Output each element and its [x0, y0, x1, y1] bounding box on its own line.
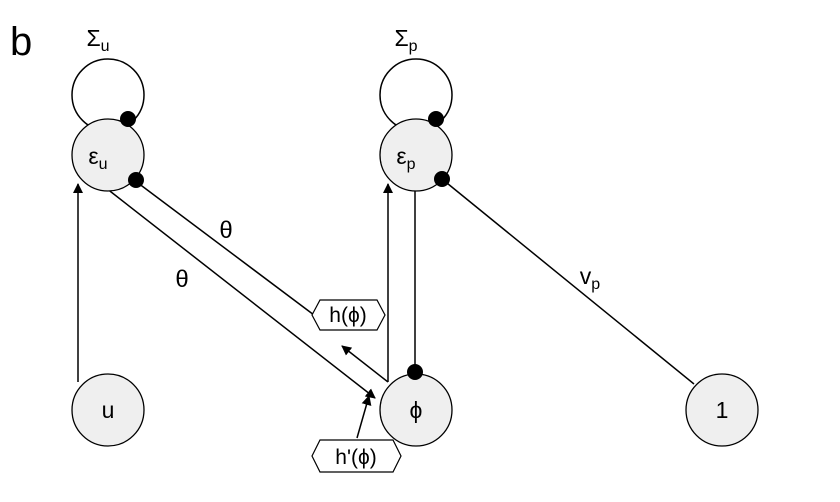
theta-lower-label: θ: [175, 266, 188, 293]
phi-label: ϕ: [410, 397, 423, 423]
edge-phi-to-h-box: [341, 345, 389, 383]
dot-eps-u-edge: [128, 172, 144, 188]
sigma-p-sub: p: [409, 38, 418, 55]
eps-p-base: ε: [396, 143, 406, 169]
edge-h-box-to-eps-u: [133, 179, 319, 319]
edge-h-prime-to-phi: [356, 395, 372, 439]
eps-u-label: εu: [88, 143, 107, 173]
h-function-label: h(ϕ): [329, 304, 366, 327]
dot-phi-top: [407, 364, 423, 380]
theta-upper-label: θ: [219, 217, 232, 244]
dot-eps-p-edge: [434, 171, 450, 187]
eps-u-sub: u: [99, 156, 108, 173]
panel-label: b: [10, 20, 32, 64]
dot-sigma-u: [120, 111, 136, 127]
h-prime-function-label: h'(ϕ): [335, 446, 376, 469]
edge-eps-u-to-phi: [105, 187, 376, 399]
dot-sigma-p: [428, 111, 444, 127]
sigma-u-sub: u: [101, 38, 110, 55]
eps-u-base: ε: [88, 143, 98, 169]
node-eps-u: [71, 118, 145, 192]
sigma-p-base: Σ: [394, 25, 408, 51]
eps-p-sub: p: [407, 156, 416, 173]
sigma-p-label: Σp: [394, 25, 417, 55]
v-p-sub: p: [591, 276, 600, 293]
u-label: u: [102, 397, 115, 423]
node-eps-p: [379, 118, 453, 192]
h-prime-function-box: [311, 439, 402, 473]
eps-p-label: εp: [396, 143, 415, 173]
v-p-base: v: [580, 263, 592, 289]
node-u: [71, 373, 145, 447]
sigma-u-label: Σu: [86, 25, 109, 55]
one-label: 1: [716, 397, 729, 423]
node-one: [685, 373, 759, 447]
h-function-box: [311, 299, 386, 331]
edge-eps-p-to-one: [441, 178, 695, 385]
v-p-label: vp: [580, 263, 601, 293]
sigma-u-base: Σ: [86, 25, 100, 51]
